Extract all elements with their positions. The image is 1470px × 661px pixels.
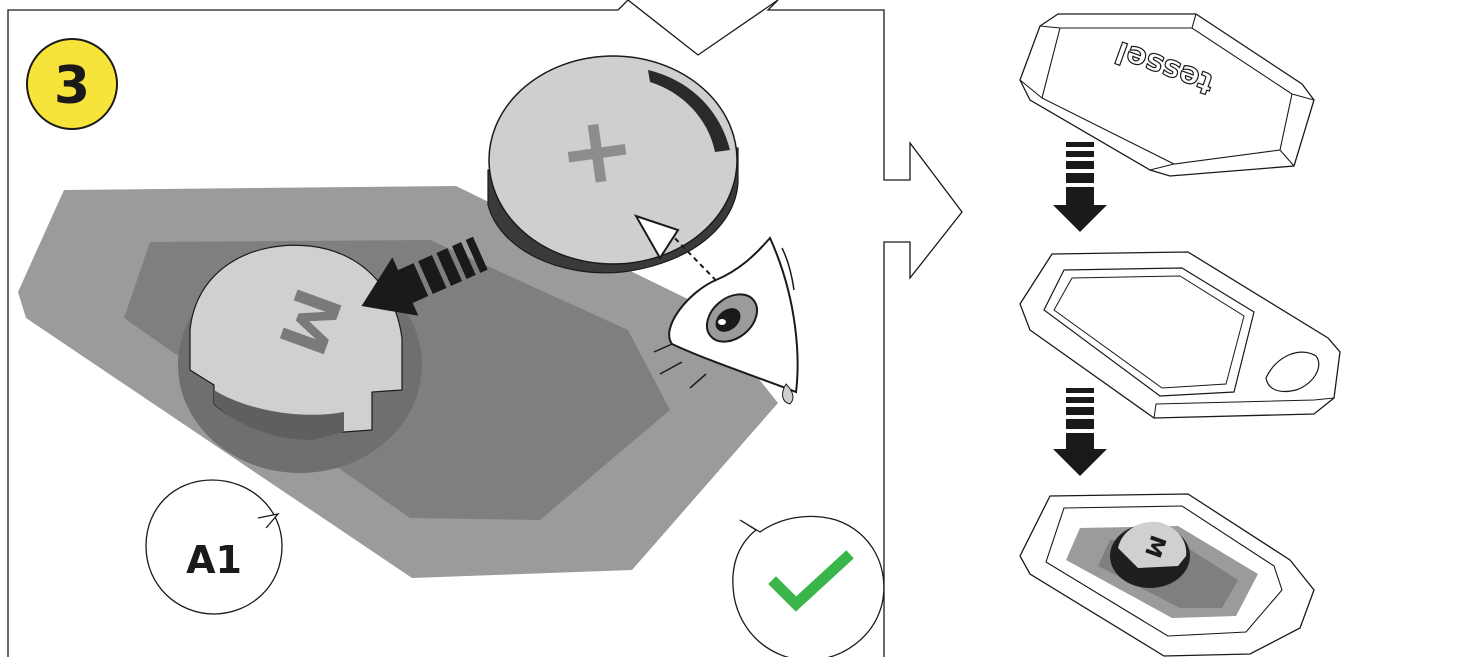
coin-cell-battery: + <box>488 56 738 273</box>
callout-a1-label: A1 <box>186 538 242 582</box>
assembled-tray: M <box>1020 494 1314 656</box>
callout-a1: A1 <box>146 480 282 614</box>
enclosure-frame <box>1020 252 1340 418</box>
step-number: 3 <box>54 56 90 116</box>
arrow-down-icon <box>1053 142 1107 232</box>
enclosure-lid: tessel <box>1020 14 1314 176</box>
step-badge: 3 <box>27 39 117 129</box>
polarity-plus: + <box>551 92 642 209</box>
arrow-down-icon <box>1053 388 1107 476</box>
callout-check <box>733 516 884 657</box>
